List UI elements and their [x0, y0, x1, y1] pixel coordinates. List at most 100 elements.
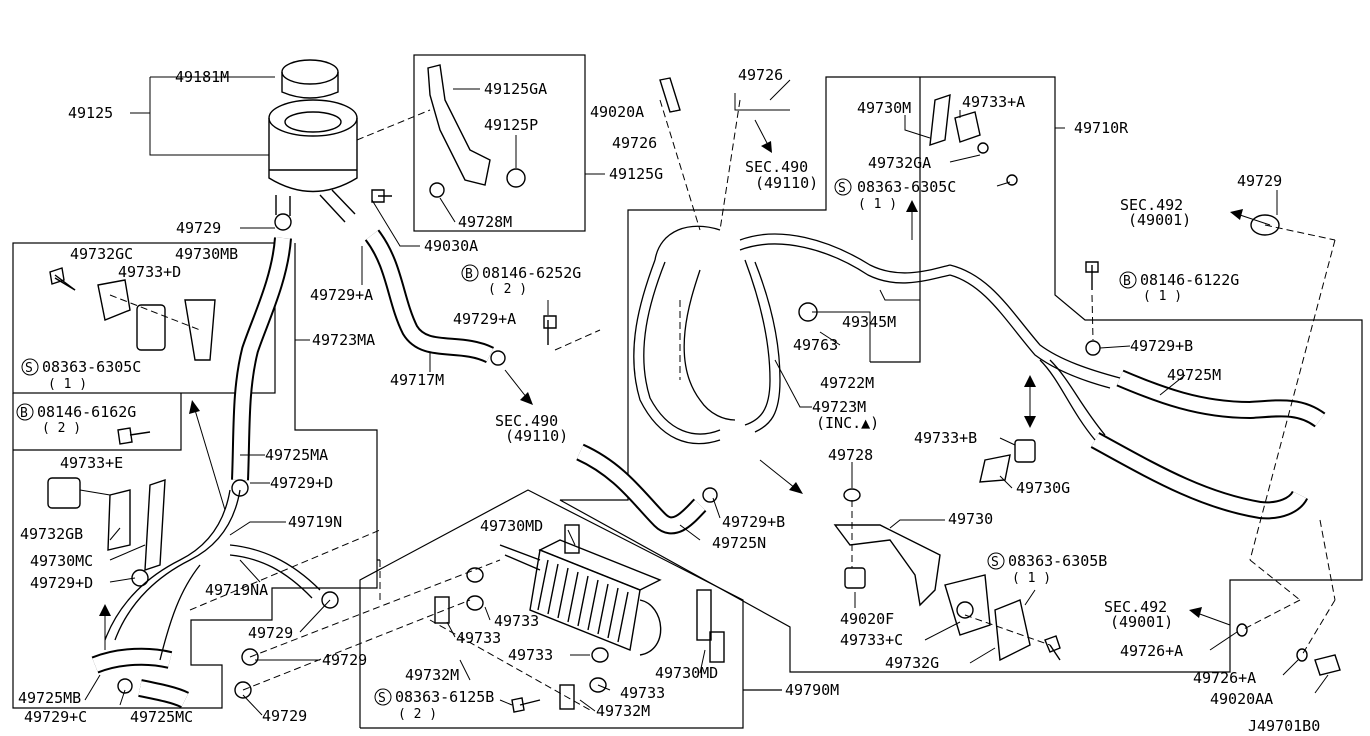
label-49725MC: 49725MC — [130, 708, 193, 726]
bracket-49730 — [833, 488, 1031, 662]
label-49733E: 49733+E — [60, 454, 123, 472]
label-s-08363-6305B: 08363-6305B — [1008, 552, 1107, 570]
label-49733D: 49733+D — [118, 263, 181, 281]
label-49730M: 49730M — [857, 99, 911, 117]
reservoir-cap-body — [281, 72, 339, 99]
label-49730MC: 49730MC — [30, 552, 93, 570]
main-pipe-bundle — [633, 225, 1121, 445]
reservoir-body — [268, 118, 358, 193]
svg-text:B: B — [20, 406, 28, 421]
label-49729-low2: 49729 — [262, 707, 307, 725]
hose-49725M-lower — [1090, 432, 1309, 520]
label-49733A: 49733+A — [962, 93, 1025, 111]
label-qty2-6125B: ( 2 ) — [398, 707, 437, 722]
label-49732M-1: 49732M — [405, 666, 459, 684]
hose-49723MA — [231, 237, 292, 481]
hose-49725N — [576, 443, 707, 535]
label-b-08146-6252G: 08146-6252G — [482, 264, 581, 282]
label-49125P: 49125P — [484, 116, 538, 134]
label-49729B-mid: 49729+B — [722, 513, 785, 531]
label-49725N: 49725N — [712, 534, 766, 552]
label-b-08146-6162G: 08146-6162G — [37, 403, 136, 421]
label-49729-top: 49729 — [176, 219, 221, 237]
label-49723M-inc: (INC.▲) — [816, 414, 879, 432]
svg-text:S: S — [838, 181, 846, 196]
label-49729-mid: 49729 — [248, 624, 293, 642]
oil-cooler-box — [359, 489, 744, 729]
hose-49725MC — [138, 679, 190, 709]
label-49726A-2: 49726+A — [1193, 669, 1256, 687]
svg-text:S: S — [991, 555, 999, 570]
circled-symbols: S B B S B S S — [16, 178, 1137, 706]
label-49725MB: 49725MB — [18, 689, 81, 707]
label-49020F: 49020F — [840, 610, 894, 628]
label-sec492-bot-sub: (49001) — [1110, 613, 1173, 631]
label-sec492-top: SEC.492 — [1120, 196, 1183, 214]
label-49717M: 49717M — [390, 371, 444, 389]
label-49732GC: 49732GC — [70, 245, 133, 263]
label-sec492-bot: SEC.492 — [1104, 598, 1167, 616]
cooler-fittings — [434, 524, 725, 710]
label-49733-1: 49733 — [494, 612, 539, 630]
label-49020A: 49020A — [590, 103, 644, 121]
label-49790M: 49790M — [785, 681, 839, 699]
label-sec490-mid-sub: (49110) — [755, 174, 818, 192]
reservoir-neck — [284, 111, 342, 133]
label-qty2-6162: ( 2 ) — [42, 421, 81, 436]
arrows — [99, 119, 1271, 650]
label-49125GA: 49125GA — [484, 80, 547, 98]
label-49020AA: 49020AA — [1210, 690, 1273, 708]
label-49729A-2: 49729+A — [453, 310, 516, 328]
label-49732M-2: 49732M — [596, 702, 650, 720]
label-49345M: 49345M — [842, 313, 896, 331]
label-49125G: 49125G — [609, 165, 663, 183]
label-49732GA: 49732GA — [868, 154, 931, 172]
label-49725M: 49725M — [1167, 366, 1221, 384]
bracket-49730M-right — [929, 93, 1018, 186]
label-sec492-top-sub: (49001) — [1128, 211, 1191, 229]
label-49723M: 49723M — [812, 398, 866, 416]
right-inner-line — [870, 77, 921, 363]
label-49726-side: 49726 — [612, 134, 657, 152]
label-49729B-right: 49729+B — [1130, 337, 1193, 355]
label-diagram-id: J49701B0 — [1248, 717, 1320, 735]
label-sec490-left: SEC.490 — [495, 412, 558, 430]
label-qty1-6122: ( 1 ) — [1143, 289, 1182, 304]
label-s-08363-6305C-right: 08363-6305C — [857, 178, 956, 196]
label-49729-low1: 49729 — [322, 651, 367, 669]
label-49729C: 49729+C — [24, 708, 87, 726]
label-49732GB: 49732GB — [20, 525, 83, 543]
label-49726-top: 49726 — [738, 66, 783, 84]
svg-text:S: S — [25, 361, 33, 376]
label-sec490-left-sub: (49110) — [505, 427, 568, 445]
label-49729D-lower: 49729+D — [30, 574, 93, 592]
left-mid-box — [13, 393, 182, 451]
dashed-connectors — [109, 99, 1336, 711]
label-qty1-6305B: ( 1 ) — [1012, 571, 1051, 586]
label-49030A: 49030A — [424, 237, 478, 255]
bracket-49730G — [979, 439, 1036, 483]
label-49729-right: 49729 — [1237, 172, 1282, 190]
oil-cooler — [499, 539, 662, 656]
label-49729A: 49729+A — [310, 286, 373, 304]
label-49729D-upper: 49729+D — [270, 474, 333, 492]
label-49730MB: 49730MB — [175, 245, 238, 263]
hose-49717M — [364, 229, 495, 364]
label-49725MA: 49725MA — [265, 446, 328, 464]
hose-49725MB — [91, 647, 173, 674]
label-49730MD-top: 49730MD — [480, 517, 543, 535]
label-sec490-mid: SEC.490 — [745, 158, 808, 176]
label-49733B: 49733+B — [914, 429, 977, 447]
label-49730G: 49730G — [1016, 479, 1070, 497]
label-qty1-left: ( 1 ) — [48, 377, 87, 392]
label-49763: 49763 — [793, 336, 838, 354]
label-b-08146-6122G: 08146-6122G — [1140, 271, 1239, 289]
left-pipe-bundle — [104, 489, 321, 661]
label-qty1-right: ( 1 ) — [858, 197, 897, 212]
label-49728M: 49728M — [458, 213, 512, 231]
label-49726A-1: 49726+A — [1120, 642, 1183, 660]
bolts — [49, 189, 1099, 713]
label-49733-4: 49733 — [620, 684, 665, 702]
left-lower-outline — [12, 243, 380, 709]
